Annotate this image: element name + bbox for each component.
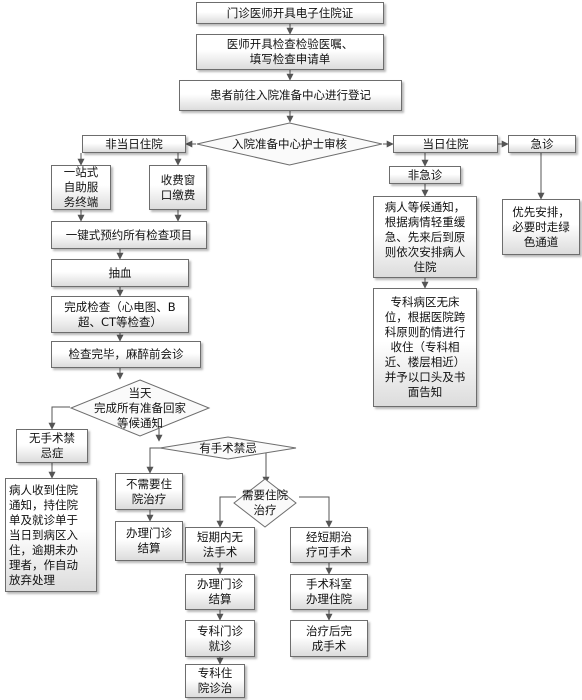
node-specialist-outpatient-visit: 专科门诊 就诊 [185,620,255,657]
node-blood-draw: 抽血 [51,259,189,287]
node-no-hospitalization-needed: 不需要住 院治疗 [115,473,183,510]
decision-surgical-contraindication-label: 有手术禁忌 [199,440,257,455]
decision-surgical-contraindication: 有手术禁忌 [159,436,297,460]
node-wait-for-notice: 病人等候通知， 根据病情轻重缓 急、先来后到原 则依次安排病人 住院 [373,196,477,278]
node-outpatient-issue-admission-certificate: 门诊医师开具电子住院证 [196,2,384,24]
node-complete-surgery: 治疗后完 成手术 [290,620,368,657]
decision-same-day-preparation: 当天 完成所有准备回家 等候通知 [69,379,211,437]
node-one-click-booking: 一键式预约所有检查项目 [51,221,207,249]
decision-nurse-review: 入院准备中心护士审核 [196,122,383,166]
arrow-n23-n25 [216,496,236,528]
node-outpatient-settlement-a: 办理门诊 结算 [115,521,183,561]
node-specialist-inpatient-care: 专科住 院诊治 [185,664,245,698]
node-payment-window: 收费窗 口缴费 [149,165,207,210]
decision-hospitalization-needed-label: 需要住院 治疗 [242,488,288,517]
node-surgery-after-treatment: 经短期治 疗可手术 [290,527,368,563]
node-no-surgical-contraindication: 无手术禁 忌症 [16,429,88,463]
arrow-n18-n19 [48,406,70,430]
node-complete-exams: 完成检查（心电图、B 超、CT等检查） [51,296,189,333]
arrow-n23-n26 [299,496,333,528]
node-outpatient-settlement-b: 办理门诊 结算 [185,574,255,610]
node-non-same-day-admission: 非当日住院 [82,135,186,153]
node-priority-green-channel: 优先安排， 必要时走绿 色通道 [502,199,580,255]
decision-hospitalization-needed: 需要住院 治疗 [233,478,297,528]
node-self-service-terminal: 一站式 自助服 务终端 [51,165,111,210]
node-issue-exam-orders: 医师开具检查检验医嘱、 填写检查申请单 [196,34,384,70]
node-surgery-not-soon: 短期内无 法手术 [185,527,255,563]
node-same-day-admission: 当日住院 [393,135,498,153]
node-register-at-prep-center: 患者前往入院准备中心进行登记 [179,80,402,111]
node-surgical-dept-admission: 手术科室 办理住院 [290,574,368,610]
decision-nurse-review-label: 入院准备中心护士审核 [232,136,347,151]
node-no-bed-cross-department: 专科病区无床 位，根据医院跨 科原则酌情进行 收住（专科相 近、楼层相近） 并予… [373,288,477,407]
decision-same-day-preparation-label: 当天 完成所有准备回家 等候通知 [94,385,186,430]
node-non-emergency: 非急诊 [389,166,461,184]
node-anesthesia-consult: 检查完毕，麻醉前会诊 [51,341,201,368]
node-admission-notice-instructions: 病人收到住院 通知，持住院 单及就诊单于 当日到病区入 住，逾期未办 理者，作自… [5,478,97,592]
node-emergency: 急诊 [508,135,576,153]
